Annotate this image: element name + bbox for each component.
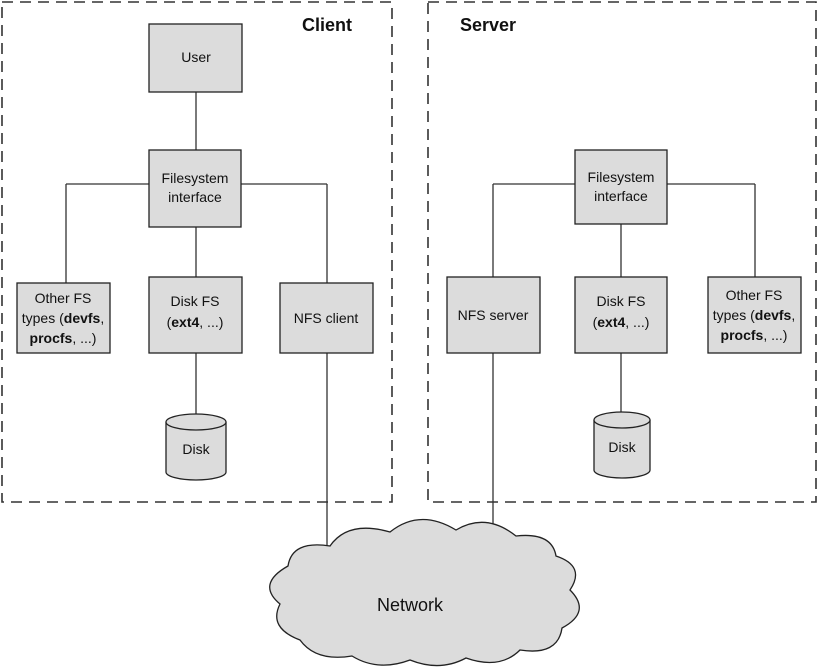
server-connectors [492,183,756,550]
client-title: Client [302,15,352,35]
server-other-fs-line2: types (devfs, [713,307,795,323]
network-label: Network [377,595,444,615]
server-disk-fs-line1: Disk FS [597,293,646,309]
client-fs-interface-line1: Filesystem [162,170,229,186]
client-disk-label: Disk [182,441,210,457]
client-frame [1,1,393,503]
network-cloud: Network [269,518,580,667]
server-title: Server [460,15,516,35]
server-other-fs-box: Other FS types (devfs, procfs, ...) [707,276,802,354]
client-fs-interface-box: Filesystem interface [148,149,242,228]
client-disk-cylinder: Disk [165,413,227,481]
client-connectors [65,92,328,550]
server-disk-cylinder: Disk [593,411,651,479]
client-disk-fs-box: Disk FS (ext4, ...) [148,276,243,354]
server-disk-fs-line2: (ext4, ...) [593,314,650,330]
server-fs-interface-line1: Filesystem [588,169,655,185]
client-disk-fs-line1: Disk FS [171,293,220,309]
client-other-fs-box: Other FS types (devfs, procfs, ...) [16,282,111,354]
server-nfs-label: NFS server [458,307,529,323]
client-nfs-box: NFS client [279,282,374,354]
client-other-fs-line3: procfs, ...) [30,330,97,346]
server-other-fs-line1: Other FS [726,287,783,303]
client-other-fs-line1: Other FS [35,290,92,306]
client-disk-fs-line2: (ext4, ...) [167,314,224,330]
server-fs-interface-line2: interface [594,188,648,204]
client-other-fs-line2: types (devfs, [22,310,104,326]
client-nfs-label: NFS client [294,310,359,326]
server-disk-fs-box: Disk FS (ext4, ...) [574,276,668,354]
client-user-box: User [148,23,243,93]
server-frame [427,1,817,503]
server-other-fs-line3: procfs, ...) [721,327,788,343]
server-nfs-box: NFS server [446,276,541,354]
client-user-label: User [181,49,211,65]
server-disk-label: Disk [608,439,636,455]
client-fs-interface-line2: interface [168,189,222,205]
server-fs-interface-box: Filesystem interface [574,149,668,225]
